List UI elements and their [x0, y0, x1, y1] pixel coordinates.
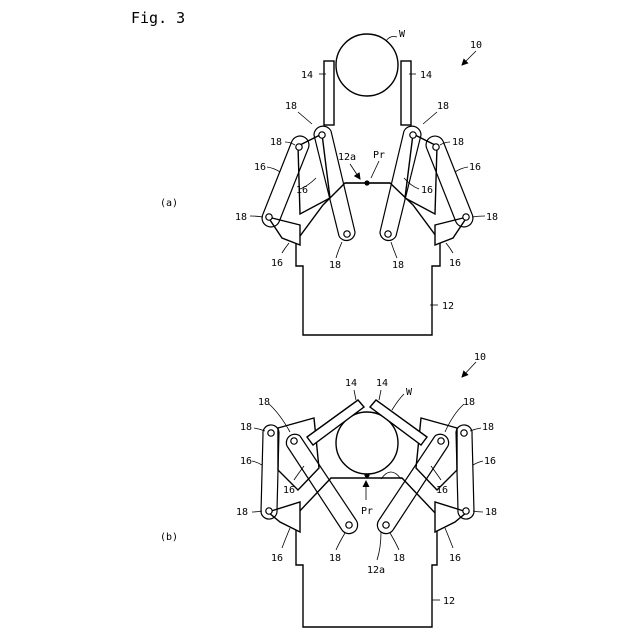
pin-right-top: [461, 430, 467, 436]
label-base-link-r: 16: [449, 258, 461, 269]
label-pin-ul: 18: [285, 101, 297, 112]
base-link-left: [268, 502, 300, 532]
label-pin-l-low: 18: [236, 507, 248, 518]
pin-inner-left: [344, 231, 350, 237]
label-finger-left: 14: [301, 70, 313, 81]
label-pin-r-top: 18: [482, 422, 494, 433]
label-palm-surface: 12a: [367, 565, 385, 576]
label-pin-inner-l: 18: [329, 260, 341, 271]
finger-left: [324, 61, 334, 125]
label-pin-ur: 18: [463, 397, 475, 408]
label-pin-r-low: 18: [486, 212, 498, 223]
gripper-body: [296, 478, 437, 627]
base-link-right: [435, 502, 467, 532]
label-press-point: Pr: [361, 506, 373, 517]
label-body: 12: [443, 596, 455, 607]
label-base-link-l: 16: [271, 553, 283, 564]
panel-a: (a): [160, 29, 498, 335]
arm-plate-right: [416, 418, 457, 490]
workpiece: [336, 34, 398, 96]
label-link-r-inner: 16: [421, 185, 433, 196]
pin-inner-right: [385, 231, 391, 237]
panel-b: (b): [160, 352, 497, 627]
label-link-l-outer: 16: [254, 162, 266, 173]
base-link-left: [268, 217, 300, 245]
label-link-l-inner: 16: [296, 185, 308, 196]
panel-b-caption: (b): [160, 532, 178, 543]
label-finger-right: 14: [376, 378, 388, 389]
pin-left-top: [296, 144, 302, 150]
label-assembly: 10: [470, 40, 482, 51]
label-pin-l-top: 18: [240, 422, 252, 433]
label-workpiece: W: [399, 29, 406, 40]
label-pin-l-low: 18: [235, 212, 247, 223]
finger-right: [401, 61, 411, 125]
label-press-point: Pr: [373, 150, 385, 161]
pin-right-low: [463, 214, 469, 220]
label-pin-r-top: 18: [452, 137, 464, 148]
label-link-l-inner: 16: [283, 485, 295, 496]
outer-link-left: [261, 425, 279, 519]
label-finger-left: 14: [345, 378, 357, 389]
label-link-r-outer: 16: [469, 162, 481, 173]
label-palm-surface: 12a: [338, 152, 356, 163]
label-base-link-r: 16: [449, 553, 461, 564]
figure-title: Fig. 3: [131, 9, 185, 27]
label-workpiece: W: [406, 387, 413, 398]
press-point-marker: [364, 180, 369, 185]
arm-plate-left: [278, 418, 319, 490]
label-link-r-inner: 16: [436, 485, 448, 496]
label-pin-inner-r: 18: [393, 553, 405, 564]
label-pin-ur: 18: [437, 101, 449, 112]
label-body: 12: [442, 301, 454, 312]
pin-right-low: [463, 508, 469, 514]
panel-a-caption: (a): [160, 198, 178, 209]
pin-inner-right: [383, 522, 389, 528]
label-pin-inner-l: 18: [329, 553, 341, 564]
base-link-right: [435, 217, 467, 245]
pin-left-top: [268, 430, 274, 436]
pin-upper-right: [410, 132, 416, 138]
label-link-r-outer: 16: [484, 456, 496, 467]
label-assembly: 10: [474, 352, 486, 363]
outer-link-right: [456, 425, 474, 519]
pin-upper-left: [291, 438, 297, 444]
label-base-link-l: 16: [271, 258, 283, 269]
pin-right-top: [433, 144, 439, 150]
label-pin-r-low: 18: [485, 507, 497, 518]
label-pin-l-top: 18: [270, 137, 282, 148]
label-pin-inner-r: 18: [392, 260, 404, 271]
pin-left-low: [266, 214, 272, 220]
label-link-l-outer: 16: [240, 456, 252, 467]
label-pin-ul: 18: [258, 397, 270, 408]
pin-inner-left: [346, 522, 352, 528]
pin-upper-right: [438, 438, 444, 444]
pin-left-low: [266, 508, 272, 514]
label-finger-right: 14: [420, 70, 432, 81]
pin-upper-left: [319, 132, 325, 138]
